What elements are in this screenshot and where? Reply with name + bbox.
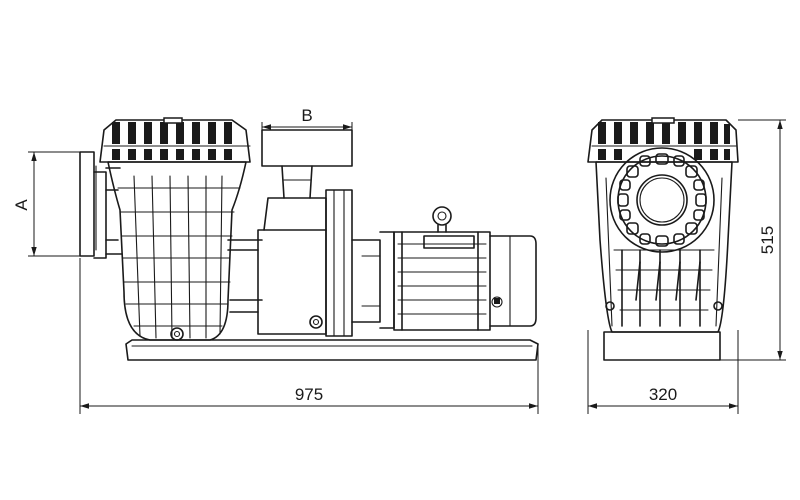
pump-side-view	[79, 117, 539, 361]
inlet-height-dimension	[28, 151, 80, 257]
outlet-width-dimension	[261, 122, 353, 135]
length-label: 975	[295, 385, 323, 404]
width-label: 320	[649, 385, 677, 404]
height-label: 515	[758, 226, 777, 254]
dimension-lines	[28, 119, 786, 414]
motor	[393, 231, 537, 331]
pump-front-view	[587, 117, 739, 361]
length-dimension	[79, 258, 539, 414]
front-base-plate	[603, 331, 721, 361]
width-dimension	[587, 330, 739, 414]
volute-connector	[227, 239, 263, 313]
front-body	[595, 161, 733, 333]
pump-volute	[257, 189, 353, 337]
outlet-neck	[261, 129, 353, 199]
base-plate	[125, 339, 539, 361]
front-lid-cap	[587, 117, 739, 163]
inlet-flange	[79, 151, 123, 259]
inlet-height-label: A	[12, 199, 31, 211]
motor-adapter	[351, 231, 395, 329]
height-dimension	[720, 119, 786, 361]
lid-cap	[99, 117, 251, 163]
front-inlet-flange	[609, 147, 715, 253]
strainer-basket	[107, 161, 247, 341]
lifting-eye	[432, 206, 452, 233]
outlet-width-label: B	[301, 106, 312, 125]
